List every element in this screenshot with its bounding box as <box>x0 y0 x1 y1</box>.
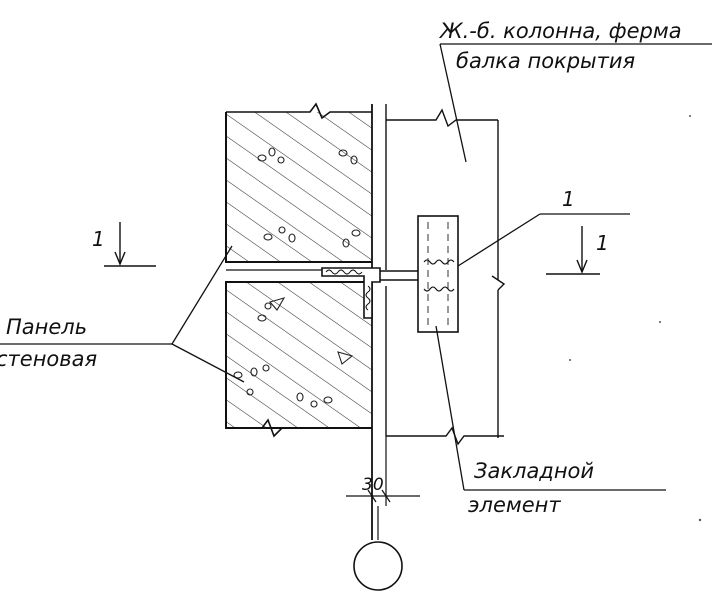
panel-face-lines <box>226 104 387 540</box>
scan-specks <box>569 115 702 522</box>
node-callout-leader <box>457 213 630 267</box>
embedded-label-line2: элемент <box>468 493 561 517</box>
node-callout-label: 1 <box>562 187 575 211</box>
axis-bubble <box>353 541 403 591</box>
section-right-label: 1 <box>596 231 609 255</box>
section-left-label: 1 <box>92 227 105 251</box>
panel-label-leader <box>0 245 245 383</box>
dimension-line <box>346 436 420 540</box>
column-label-leader <box>439 43 712 163</box>
column-label-line1: Ж.-б. колонна, ферма <box>438 19 682 43</box>
lower-wall-panel <box>225 281 372 438</box>
upper-wall-panel <box>225 102 372 263</box>
section-mark-right <box>546 226 600 275</box>
dimension-label: 30 <box>362 475 384 495</box>
embedded-plate <box>417 215 459 333</box>
column-label-line2: балка покрытия <box>456 49 635 73</box>
panel-label-line2: стеновая <box>0 347 97 371</box>
section-mark-left <box>104 222 156 267</box>
embedded-label-leader <box>435 325 666 491</box>
panel-label-line1: Панель <box>6 315 87 339</box>
embedded-label-line1: Закладной <box>474 459 594 483</box>
